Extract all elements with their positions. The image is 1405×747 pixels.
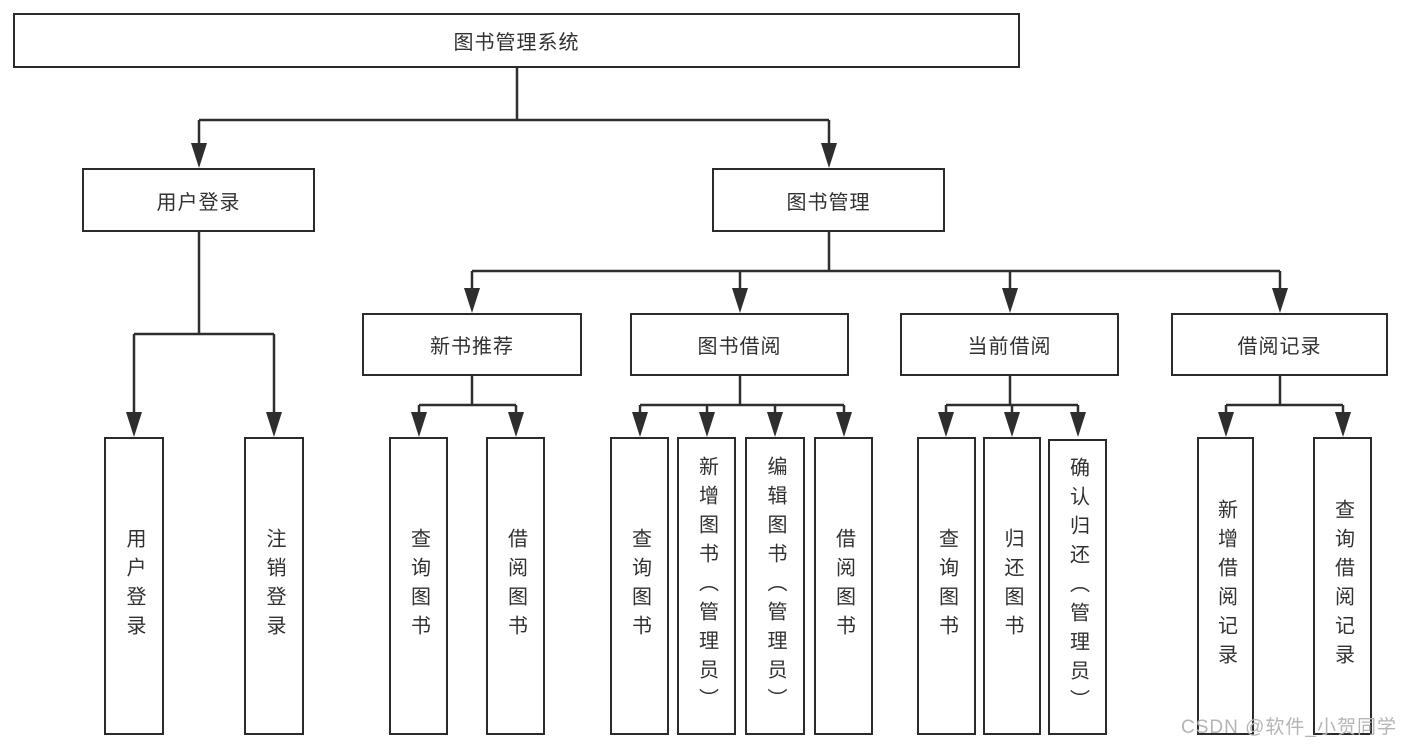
node-cb-confirm-return-admin: 确认归还（管理员） bbox=[1048, 439, 1107, 735]
node-label-rec-query-book: 查询图书 bbox=[407, 528, 430, 644]
node-rec-borrow-book: 借阅图书 bbox=[486, 437, 545, 735]
node-label-rec-borrow-book: 借阅图书 bbox=[504, 528, 527, 644]
node-label-new-book-rec: 新书推荐 bbox=[430, 336, 514, 358]
node-cb-query-book: 查询图书 bbox=[917, 437, 976, 735]
node-label-logout: 注销登录 bbox=[263, 528, 285, 644]
node-rec-query-book: 查询图书 bbox=[389, 437, 448, 735]
node-bb-query-book: 查询图书 bbox=[610, 437, 669, 735]
node-br-add-record: 新增借阅记录 bbox=[1197, 437, 1254, 735]
node-new-book-rec: 新书推荐 bbox=[362, 313, 582, 376]
node-label-bb-add-book-admin: 新增图书（管理员） bbox=[695, 455, 718, 717]
node-label-bb-query-book: 查询图书 bbox=[628, 528, 651, 644]
node-label-user-login: 用户登录 bbox=[156, 191, 241, 214]
node-label-bb-edit-book-admin: 编辑图书（管理员） bbox=[764, 455, 786, 717]
node-label-cb-query-book: 查询图书 bbox=[935, 528, 958, 644]
node-root: 图书管理系统 bbox=[13, 13, 1020, 68]
node-current-borrow: 当前借阅 bbox=[900, 313, 1119, 376]
node-book-mgmt: 图书管理 bbox=[712, 168, 945, 232]
node-label-borrow-record: 借阅记录 bbox=[1237, 336, 1322, 358]
node-label-current-borrow: 当前借阅 bbox=[967, 336, 1052, 358]
watermark-text: CSDN @软件_小贺同学 bbox=[1181, 717, 1397, 738]
node-book-borrow: 图书借阅 bbox=[630, 313, 849, 376]
node-label-br-query-record: 查询借阅记录 bbox=[1331, 499, 1354, 673]
node-label-cb-confirm-return-admin: 确认归还（管理员） bbox=[1066, 456, 1089, 718]
node-borrow-record: 借阅记录 bbox=[1171, 313, 1388, 376]
node-label-root: 图书管理系统 bbox=[453, 32, 580, 54]
node-label-cb-return-book: 归还图书 bbox=[1001, 528, 1023, 644]
node-logout: 注销登录 bbox=[244, 437, 304, 735]
node-user-login: 用户登录 bbox=[82, 168, 315, 232]
node-br-query-record: 查询借阅记录 bbox=[1313, 437, 1372, 735]
node-label-do-user-login: 用户登录 bbox=[123, 528, 145, 644]
node-cb-return-book: 归还图书 bbox=[983, 437, 1041, 735]
node-label-book-mgmt: 图书管理 bbox=[786, 191, 871, 214]
node-bb-add-book-admin: 新增图书（管理员） bbox=[677, 437, 736, 735]
node-label-bb-borrow-book: 借阅图书 bbox=[832, 528, 855, 644]
node-bb-borrow-book: 借阅图书 bbox=[814, 437, 873, 735]
node-label-br-add-record: 新增借阅记录 bbox=[1214, 499, 1237, 673]
node-bb-edit-book-admin: 编辑图书（管理员） bbox=[745, 437, 805, 735]
node-label-book-borrow: 图书借阅 bbox=[697, 336, 782, 358]
node-do-user-login: 用户登录 bbox=[104, 437, 164, 735]
